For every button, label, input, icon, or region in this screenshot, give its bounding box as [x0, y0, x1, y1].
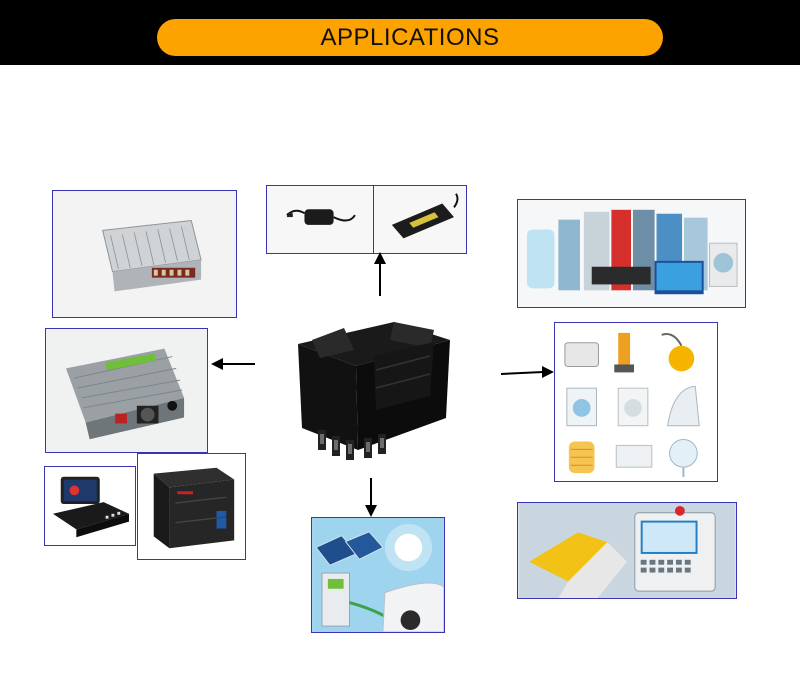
- router-icon: [52, 476, 130, 538]
- industrial-control-icon: [519, 503, 735, 598]
- arrow-right: [500, 366, 554, 378]
- home-appliances-panel: [517, 199, 746, 308]
- transformer-icon: [298, 322, 450, 460]
- laser-printer-panel: [137, 453, 246, 560]
- industrial-control-panel: [517, 502, 737, 599]
- laptop-adapter-panel-1: [266, 185, 374, 254]
- small-appliances-panel: [554, 322, 718, 482]
- arrow-up: [374, 252, 386, 296]
- laser-printer-icon: [153, 467, 235, 549]
- laptop-adapter-panel-2: [373, 185, 467, 254]
- page-title: APPLICATIONS: [157, 19, 663, 56]
- transformer: [284, 300, 464, 468]
- header-bar: APPLICATIONS: [0, 0, 800, 65]
- led-power-supply-icon: [102, 219, 202, 292]
- car-inverter-panel: [45, 328, 208, 453]
- laptop-adapter-icon: [391, 193, 459, 239]
- led-power-supply-panel: [52, 190, 237, 318]
- small-appliances-icon: [564, 332, 700, 478]
- car-inverter-icon: [65, 348, 185, 440]
- router-panel: [44, 466, 136, 546]
- solar-ev-charging-panel: [311, 517, 445, 633]
- solar-ev-charging-icon: [312, 518, 444, 632]
- laptop-adapter-icon: [286, 209, 356, 225]
- home-appliances-icon: [526, 209, 738, 295]
- arrow-down: [365, 478, 377, 517]
- arrow-left: [211, 358, 255, 370]
